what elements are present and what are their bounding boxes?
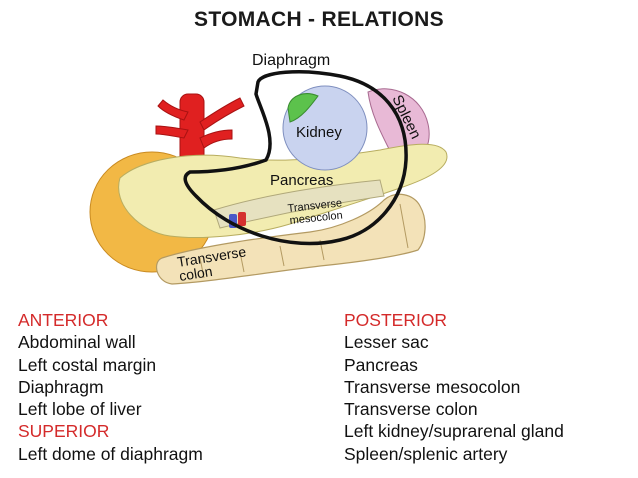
anterior-item: Left lobe of liver	[18, 399, 142, 420]
transverse-mesocolon-shape	[213, 179, 385, 229]
relations-left-column: ANTERIOR Abdominal wall Left costal marg…	[18, 309, 203, 465]
pancreas-shape	[118, 143, 448, 238]
superior-item: Left dome of diaphragm	[18, 443, 203, 464]
stomach-relations-diagram: Diaphragm Spleen Kidney Pancreas Transve…	[89, 52, 448, 285]
anterior-item: Left costal margin	[18, 354, 157, 375]
vessel-marker-red	[238, 212, 246, 226]
posterior-item: Spleen/splenic artery	[344, 443, 508, 464]
label-transverse-colon-line2: colon	[178, 263, 214, 284]
stomach-outline	[183, 70, 408, 246]
superior-heading: SUPERIOR	[18, 421, 110, 442]
posterior-item: Left kidney/suprarenal gland	[344, 421, 564, 442]
label-transverse-mesocolon-line2: mesocolon	[289, 209, 343, 226]
relations-right-column: POSTERIOR Lesser sac Pancreas Transverse…	[344, 309, 564, 465]
suprarenal-gland-shape	[287, 93, 319, 123]
posterior-item: Lesser sac	[344, 332, 429, 353]
label-kidney: Kidney	[296, 124, 342, 141]
posterior-heading: POSTERIOR	[344, 310, 448, 330]
anterior-item: Diaphragm	[18, 376, 104, 397]
posterior-item: Transverse mesocolon	[344, 376, 521, 397]
posterior-item: Pancreas	[344, 354, 418, 375]
label-diaphragm: Diaphragm	[252, 52, 330, 69]
page-title: STOMACH - RELATIONS	[194, 8, 444, 31]
anterior-item: Abdominal wall	[18, 332, 136, 353]
transverse-colon-shape	[155, 193, 426, 285]
posterior-item: Transverse colon	[344, 399, 478, 420]
aorta-shape	[155, 93, 245, 175]
label-pancreas: Pancreas	[270, 172, 333, 189]
label-transverse-mesocolon-line1: Transverse	[287, 197, 343, 215]
anterior-heading: ANTERIOR	[18, 310, 109, 330]
